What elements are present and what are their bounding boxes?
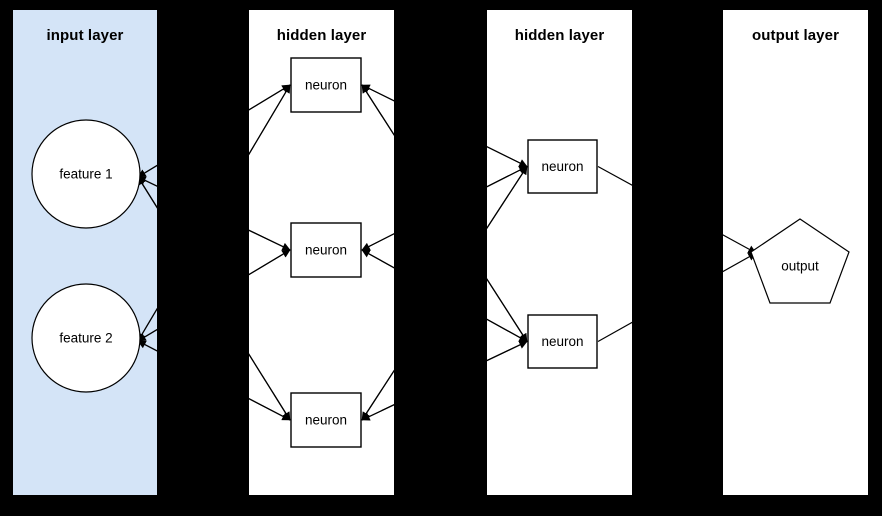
panel-hidden-layer-2 bbox=[487, 10, 632, 495]
gutter-1 bbox=[157, 0, 249, 516]
panel-title-input-layer: input layer bbox=[46, 27, 124, 44]
neuron-label: neuron bbox=[305, 413, 347, 428]
output-node-pentagon[interactable]: output bbox=[750, 218, 850, 304]
gutter-right bbox=[868, 0, 882, 516]
hidden1-neuron-2[interactable]: neuron bbox=[290, 222, 362, 278]
gutter-2 bbox=[394, 0, 487, 516]
panel-title-output-layer: output layer bbox=[751, 27, 840, 44]
gutter-top bbox=[0, 0, 882, 10]
neuron-label: neuron bbox=[541, 334, 583, 349]
input-node-feature-1[interactable]: feature 1 bbox=[31, 119, 141, 229]
neuron-label: neuron bbox=[305, 78, 347, 93]
panel-input-layer bbox=[13, 10, 157, 495]
hidden1-neuron-1[interactable]: neuron bbox=[290, 57, 362, 113]
panel-title-hidden-layer-1: hidden layer bbox=[276, 27, 367, 44]
hidden2-neuron-1[interactable]: neuron bbox=[527, 139, 598, 194]
neuron-label: neuron bbox=[305, 243, 347, 258]
hidden1-neuron-3[interactable]: neuron bbox=[290, 392, 362, 448]
panel-title-hidden-layer-2: hidden layer bbox=[514, 27, 605, 44]
hidden2-neuron-2[interactable]: neuron bbox=[527, 314, 598, 369]
gutter-3 bbox=[632, 0, 723, 516]
input-node-label: feature 2 bbox=[59, 331, 112, 346]
gutter-bottom bbox=[0, 495, 882, 516]
neuron-label: neuron bbox=[541, 159, 583, 174]
input-node-label: feature 1 bbox=[59, 167, 112, 182]
node-layer: feature 1 feature 2 neuron neuron neuron neur… bbox=[31, 57, 850, 448]
input-node-feature-2[interactable]: feature 2 bbox=[31, 283, 141, 393]
output-node-label: output bbox=[781, 259, 819, 274]
gutter-left bbox=[0, 0, 13, 516]
